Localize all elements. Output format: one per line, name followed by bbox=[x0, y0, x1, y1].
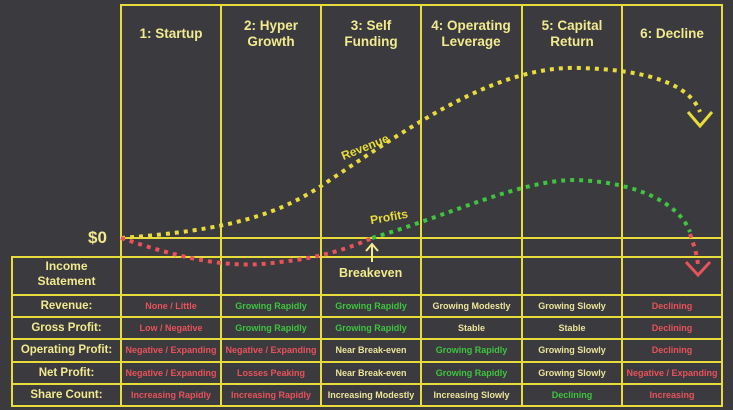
profit-curve bbox=[371, 177, 692, 240]
table-cell: Increasing Modestly bbox=[327, 390, 415, 400]
table-cell: Growing Slowly bbox=[538, 345, 606, 355]
row-label: Gross Profit: bbox=[31, 322, 102, 334]
table-cell: Negative / Expanding bbox=[626, 368, 718, 378]
table-row: Share Count: Increasing Rapidly Increasing… bbox=[12, 384, 723, 406]
table-cell: Negative / Expanding bbox=[125, 345, 217, 355]
table-cell: Growing Rapidly bbox=[335, 323, 407, 333]
stage-header-startup: 1: Startup bbox=[139, 26, 203, 41]
table-cell: Increasing bbox=[649, 390, 695, 400]
profit-arrow-icon bbox=[684, 260, 712, 278]
table-row: Net Profit: Negative / Expanding Losses Pe… bbox=[12, 362, 723, 384]
table-cell: Growing Rapidly bbox=[235, 323, 307, 333]
table-cell: Near Break-even bbox=[335, 345, 407, 355]
table-cell: Growing Rapidly bbox=[235, 301, 307, 311]
row-label: Operating Profit: bbox=[20, 344, 113, 356]
loss-curve bbox=[120, 236, 373, 267]
table-cell: Increasing Rapidly bbox=[230, 390, 312, 400]
breakeven-arrow-icon bbox=[365, 242, 379, 262]
table-cell: Growing Slowly bbox=[538, 368, 606, 378]
row-label: Revenue: bbox=[40, 300, 93, 312]
table-cell: Stable bbox=[558, 323, 586, 333]
revenue-arrow-icon bbox=[686, 111, 714, 129]
table-cell: Declining bbox=[651, 323, 693, 333]
stage-header-capital-return: 5: Capital Return bbox=[541, 18, 603, 49]
decline-curve bbox=[688, 233, 700, 266]
table-row: Revenue: None / Little Growing Rapidly Grow… bbox=[12, 295, 723, 317]
stage-header-hyper-growth: 2: Hyper Growth bbox=[243, 18, 299, 49]
table-cell: Increasing Rapidly bbox=[130, 390, 212, 400]
table-row: Operating Profit: Negative / Expanding Neg… bbox=[12, 339, 723, 361]
table-cell: Losses Peaking bbox=[236, 368, 306, 378]
table-cell: Negative / Expanding bbox=[225, 345, 317, 355]
row-label: Share Count: bbox=[30, 389, 103, 401]
table-row: Gross Profit: Low / Negative Growing Rapid… bbox=[12, 317, 723, 339]
table-cell: Growing Rapidly bbox=[435, 368, 508, 378]
stage-header-self-funding: 3: Self Funding bbox=[344, 18, 398, 49]
stage-header-decline: 6: Decline bbox=[640, 26, 704, 41]
table-cell: None / Little bbox=[145, 301, 197, 311]
breakeven-label: Breakeven bbox=[339, 266, 403, 280]
table-cell: Declining bbox=[551, 390, 593, 400]
zero-axis-label: $0 bbox=[88, 228, 107, 247]
table-cell: Growing Modestly bbox=[432, 301, 511, 311]
table-cell: Near Break-even bbox=[335, 368, 407, 378]
stage-header-operating-leverage: 4: Operating Leverage bbox=[431, 18, 511, 49]
table-cell: Growing Rapidly bbox=[335, 301, 407, 311]
income-statement-title: Income Statement bbox=[37, 259, 96, 288]
table-cell: Growing Slowly bbox=[538, 301, 606, 311]
row-label: Net Profit: bbox=[38, 367, 95, 379]
table-cell: Low / Negative bbox=[139, 323, 203, 333]
table-cell: Negative / Expanding bbox=[125, 368, 217, 378]
table-cell: Declining bbox=[651, 301, 693, 311]
table-cell: Increasing Slowly bbox=[433, 390, 510, 400]
table-cell: Declining bbox=[651, 345, 693, 355]
revenue-curve bbox=[120, 65, 702, 240]
table-cell: Stable bbox=[457, 323, 485, 333]
table-cell: Growing Rapidly bbox=[435, 345, 508, 355]
